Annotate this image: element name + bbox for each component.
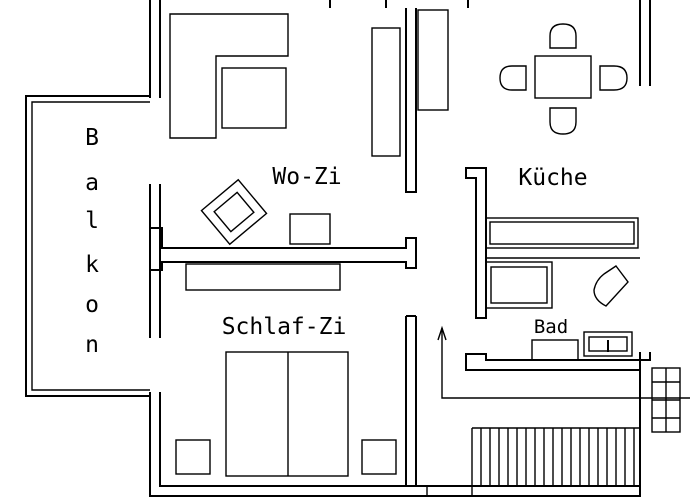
nightstand-right [361, 439, 397, 475]
living-room-furniture [169, 13, 401, 246]
balcony-letter: n [85, 332, 99, 358]
bedroom-furniture [175, 263, 397, 477]
washbasin [583, 331, 633, 357]
room-label-bath: Bad [534, 316, 568, 338]
kitchen-counter-inner [489, 221, 635, 245]
balcony-letter: o [85, 292, 99, 318]
double-bed [225, 351, 349, 477]
corner-sofa [169, 13, 289, 139]
outer-walls [149, 0, 651, 497]
bath-cabinet [531, 339, 579, 361]
entrance-steps [651, 367, 681, 433]
chair-left [499, 65, 527, 91]
chair-right [599, 65, 628, 91]
walking-direction-arrow [437, 325, 690, 399]
kitchen-furniture [417, 9, 639, 249]
balcony-letter: k [85, 252, 99, 278]
wardrobe [185, 263, 341, 291]
lounge-chair [200, 178, 268, 246]
chair-top [549, 23, 577, 49]
balcony-label: B a l k o n [85, 125, 99, 358]
interior-walls [150, 8, 641, 486]
armchair [221, 67, 287, 129]
balcony [25, 95, 150, 397]
room-label-kitchen: Küche [518, 165, 587, 191]
bathtub [485, 261, 553, 309]
room-label-living: Wo-Zi [272, 164, 341, 190]
chair-bottom [549, 107, 577, 135]
bathroom-fixtures [485, 261, 633, 361]
balcony-letter: a [85, 170, 99, 196]
balcony-letter: l [85, 208, 99, 234]
balcony-letter: B [85, 125, 99, 151]
nightstand-left [175, 439, 211, 475]
staircase [471, 427, 640, 486]
dining-table [534, 55, 592, 99]
kitchen-counter [485, 217, 639, 249]
toilet [593, 265, 629, 307]
coffee-table [289, 213, 331, 245]
room-label-bedroom: Schlaf-Zi [222, 314, 347, 340]
wall-cabinet [371, 27, 401, 157]
kitchen-cabinet [417, 9, 449, 111]
bathtub-inner [490, 266, 548, 304]
